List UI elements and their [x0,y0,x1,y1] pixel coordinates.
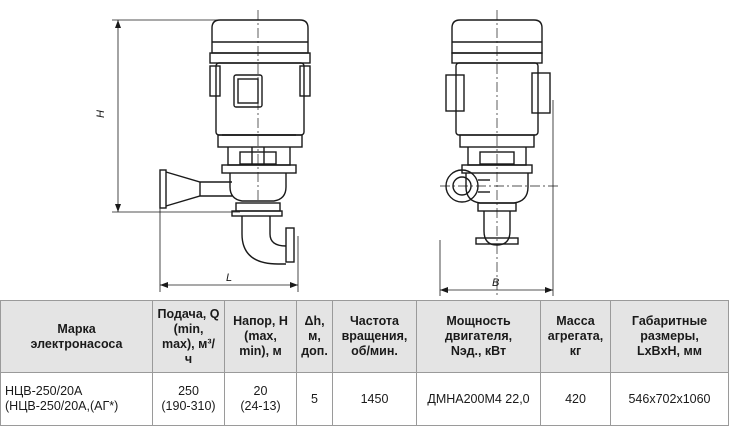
pump-technical-drawing: H L B [95,10,560,296]
header-npsh: Δh,м,доп. [296,300,333,373]
cell-dimensions: 546x702x1060 [610,372,729,426]
header-head: Напор, Н(max,min), м [224,300,297,373]
cell-head: 20(24-13) [224,372,297,426]
header-flow: Подача, Q(min,max), м³/ч [152,300,225,373]
dimension-label-width: B [492,277,499,289]
cell-mass: 420 [540,372,611,426]
dimension-label-height: H [95,110,107,118]
cell-speed: 1450 [332,372,417,426]
side-view [112,10,311,292]
cell-model: НЦВ-250/20А(НЦВ-250/20А,(АГ*) [0,372,153,426]
front-view [439,10,560,296]
cell-motor-power: ДМНА200М4 22,0 [416,372,541,426]
dimension-label-length: L [226,272,232,284]
table-row: НЦВ-250/20А(НЦВ-250/20А,(АГ*) 250(190-31… [0,372,729,426]
cell-flow: 250(190-310) [152,372,225,426]
cell-npsh: 5 [296,372,333,426]
